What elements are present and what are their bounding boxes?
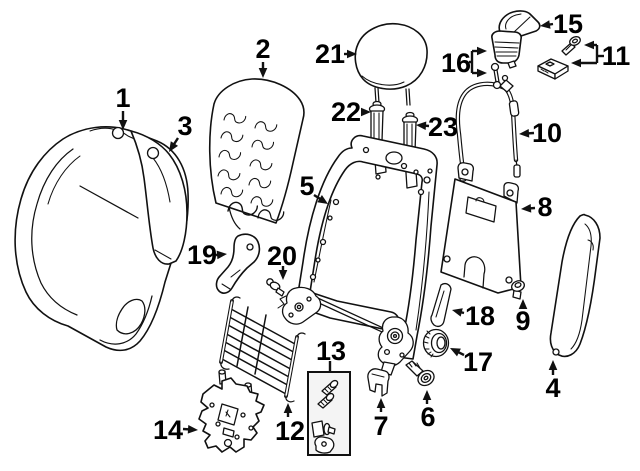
callout-19-number: 19	[187, 240, 217, 270]
kit-screw-1	[321, 379, 339, 396]
part-9-screw	[511, 280, 525, 300]
kit-bolt	[311, 420, 336, 438]
callout-12: 12	[275, 403, 305, 446]
callout-7-number: 7	[373, 411, 388, 441]
callout-17-number: 17	[463, 347, 493, 377]
part-21-headrest	[354, 22, 428, 106]
part-5-seat-back-frame	[277, 134, 438, 376]
callout-10: 10	[519, 118, 562, 148]
callout-13: 13	[316, 336, 346, 371]
callout-14-number: 14	[153, 415, 183, 445]
callout-13-number: 13	[316, 336, 346, 366]
callout-12-number: 12	[275, 416, 305, 446]
callout-19: 19	[187, 240, 227, 270]
callout-1: 1	[115, 83, 131, 130]
diagram-art	[14, 10, 601, 456]
part-13-hardware-kit	[307, 371, 351, 456]
kit-clamp	[314, 436, 335, 454]
part-11-screw-and-module	[537, 36, 581, 80]
callout-17: 17	[450, 347, 493, 377]
callout-4-number: 4	[545, 373, 560, 403]
callout-23: 23	[416, 112, 458, 142]
callout-21-number: 21	[315, 39, 345, 69]
callout-16-number: 16	[441, 48, 471, 78]
callout-8-number: 8	[537, 192, 552, 222]
callout-2-number: 2	[255, 34, 270, 64]
callout-7: 7	[373, 398, 389, 441]
part-14-mount-bracket	[198, 369, 265, 453]
part-2-seat-back-pad	[208, 78, 305, 230]
callout-6-number: 6	[420, 402, 435, 432]
callout-20: 20	[267, 241, 297, 280]
callout-22: 22	[331, 97, 371, 127]
callout-5-number: 5	[299, 171, 314, 201]
callout-3: 3	[169, 111, 193, 152]
part-6-bolt	[405, 360, 435, 387]
part-15-lever-cover	[498, 10, 541, 38]
callout-11: 11	[571, 40, 631, 71]
callout-3-number: 3	[177, 111, 192, 141]
callout-5: 5	[299, 171, 328, 204]
callout-16: 16	[441, 46, 487, 78]
part-8-back-panel	[440, 162, 522, 294]
callout-23-number: 23	[428, 112, 458, 142]
callout-14: 14	[153, 415, 198, 445]
callout-8: 8	[521, 192, 553, 222]
callout-21: 21	[315, 39, 357, 69]
part-12-lumbar-grid	[219, 296, 306, 403]
part-19-side-cover	[215, 233, 261, 294]
callout-6: 6	[420, 390, 436, 432]
kit-screw-2	[317, 392, 335, 409]
callout-9-number: 9	[515, 306, 530, 336]
callout-10-number: 10	[532, 118, 562, 148]
callout-11-number: 11	[602, 41, 631, 71]
part-7-clip	[367, 368, 390, 397]
part-20-stud	[266, 278, 285, 297]
callout-18-number: 18	[465, 301, 495, 331]
part-17-adjuster-knob	[422, 328, 450, 358]
part-18-pin	[430, 282, 452, 328]
part-3-side-shield-flap	[130, 130, 188, 265]
callout-1-number: 1	[115, 83, 130, 113]
callout-9: 9	[515, 299, 531, 336]
part-4-side-trim	[549, 213, 601, 358]
callout-15-number: 15	[553, 9, 583, 39]
part-16-guide-and-rod	[490, 30, 522, 90]
callout-22-number: 22	[331, 97, 361, 127]
callout-18: 18	[452, 301, 495, 331]
callout-4: 4	[545, 360, 561, 403]
callout-2: 2	[255, 34, 271, 78]
callout-20-number: 20	[267, 241, 297, 271]
callout-15: 15	[540, 9, 583, 39]
